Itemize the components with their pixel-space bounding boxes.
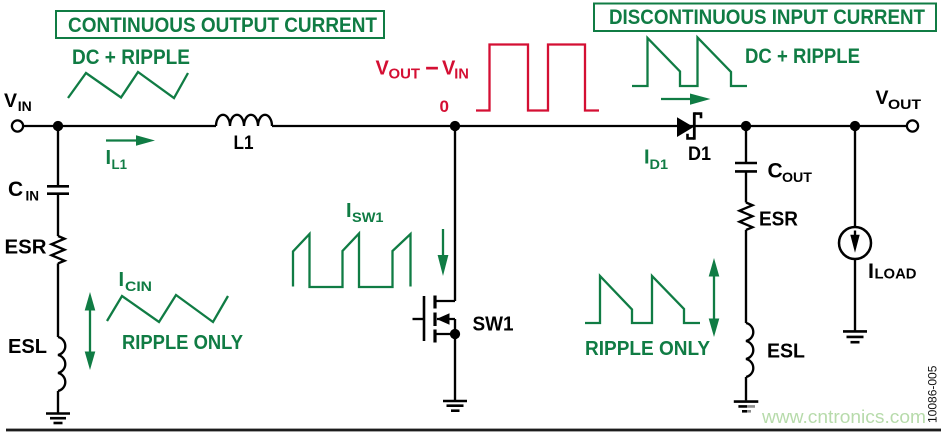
svg-text:DC + RIPPLE: DC + RIPPLE — [72, 46, 190, 69]
svg-text:DC + RIPPLE: DC + RIPPLE — [745, 45, 860, 68]
svg-text:IN: IN — [26, 189, 40, 204]
svg-text:SW1: SW1 — [352, 209, 384, 225]
svg-text:I: I — [346, 200, 352, 222]
svg-text:CIN: CIN — [125, 278, 152, 294]
svg-text:L1: L1 — [234, 132, 254, 154]
svg-text:LOAD: LOAD — [875, 266, 917, 283]
svg-text:RIPPLE ONLY: RIPPLE ONLY — [585, 338, 711, 360]
svg-text:I: I — [644, 147, 650, 169]
svg-text:RIPPLE ONLY: RIPPLE ONLY — [122, 332, 244, 354]
svg-text:ESL: ESL — [8, 335, 47, 358]
svg-text:V: V — [4, 90, 17, 112]
svg-text:V: V — [376, 58, 390, 80]
svg-text:V: V — [876, 87, 889, 109]
svg-text:CONTINUOUS OUTPUT CURRENT: CONTINUOUS OUTPUT CURRENT — [68, 14, 377, 37]
svg-text:ESR: ESR — [759, 208, 798, 231]
svg-text:C: C — [8, 178, 23, 201]
svg-text:OUT: OUT — [782, 169, 812, 185]
svg-text:IN: IN — [454, 67, 469, 83]
svg-text:SW1: SW1 — [473, 314, 514, 336]
svg-text:D1: D1 — [650, 156, 669, 172]
svg-text:DISCONTINUOUS INPUT CURRENT: DISCONTINUOUS INPUT CURRENT — [609, 6, 925, 29]
svg-text:I: I — [119, 269, 125, 291]
svg-text:C: C — [768, 160, 783, 183]
svg-text:www.cntronics.com: www.cntronics.com — [761, 406, 926, 427]
svg-text:V: V — [442, 58, 456, 80]
svg-text:10086-005: 10086-005 — [926, 365, 940, 423]
svg-text:0: 0 — [440, 97, 449, 116]
svg-text:IN: IN — [18, 98, 32, 114]
svg-text:ESR: ESR — [5, 236, 47, 259]
svg-text:OUT: OUT — [888, 96, 921, 112]
svg-text:L1: L1 — [112, 156, 128, 172]
svg-text:ESL: ESL — [767, 340, 805, 363]
svg-text:I: I — [868, 259, 874, 283]
svg-text:D1: D1 — [688, 143, 711, 165]
svg-text:I: I — [106, 147, 112, 169]
svg-text:OUT: OUT — [389, 67, 421, 83]
